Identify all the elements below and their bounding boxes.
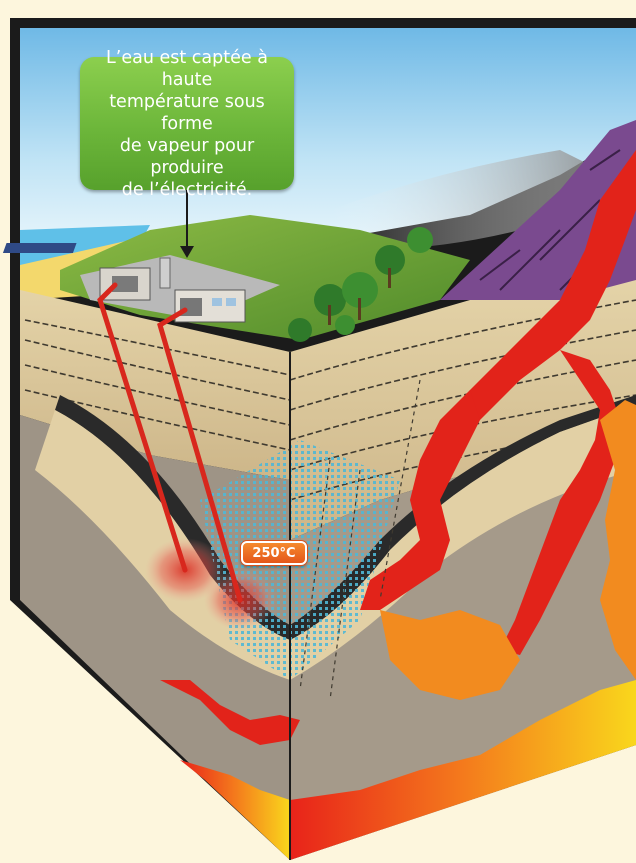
magma-veins	[160, 150, 636, 745]
volcano-cracks	[479, 149, 621, 291]
temperature-label: 250°C	[252, 545, 296, 561]
trees	[288, 227, 433, 342]
deep-heat-right	[290, 680, 636, 860]
arrow-down-icon	[180, 190, 194, 258]
callout-text: L’eau est captée à haute température sou…	[106, 47, 268, 200]
cap-rock-layer	[55, 395, 636, 640]
volcano-smoke	[330, 150, 600, 250]
fault-lines	[299, 379, 421, 701]
temperature-badge: 250°C	[241, 541, 307, 565]
magma-chamber-orange	[380, 610, 520, 700]
production-wells	[97, 282, 243, 603]
info-callout: L’eau est captée à haute température sou…	[80, 48, 294, 200]
magma-right-branch	[600, 400, 636, 680]
reservoir-zone	[35, 405, 636, 680]
power-plant	[2, 243, 246, 323]
deep-heat-left	[180, 760, 290, 860]
